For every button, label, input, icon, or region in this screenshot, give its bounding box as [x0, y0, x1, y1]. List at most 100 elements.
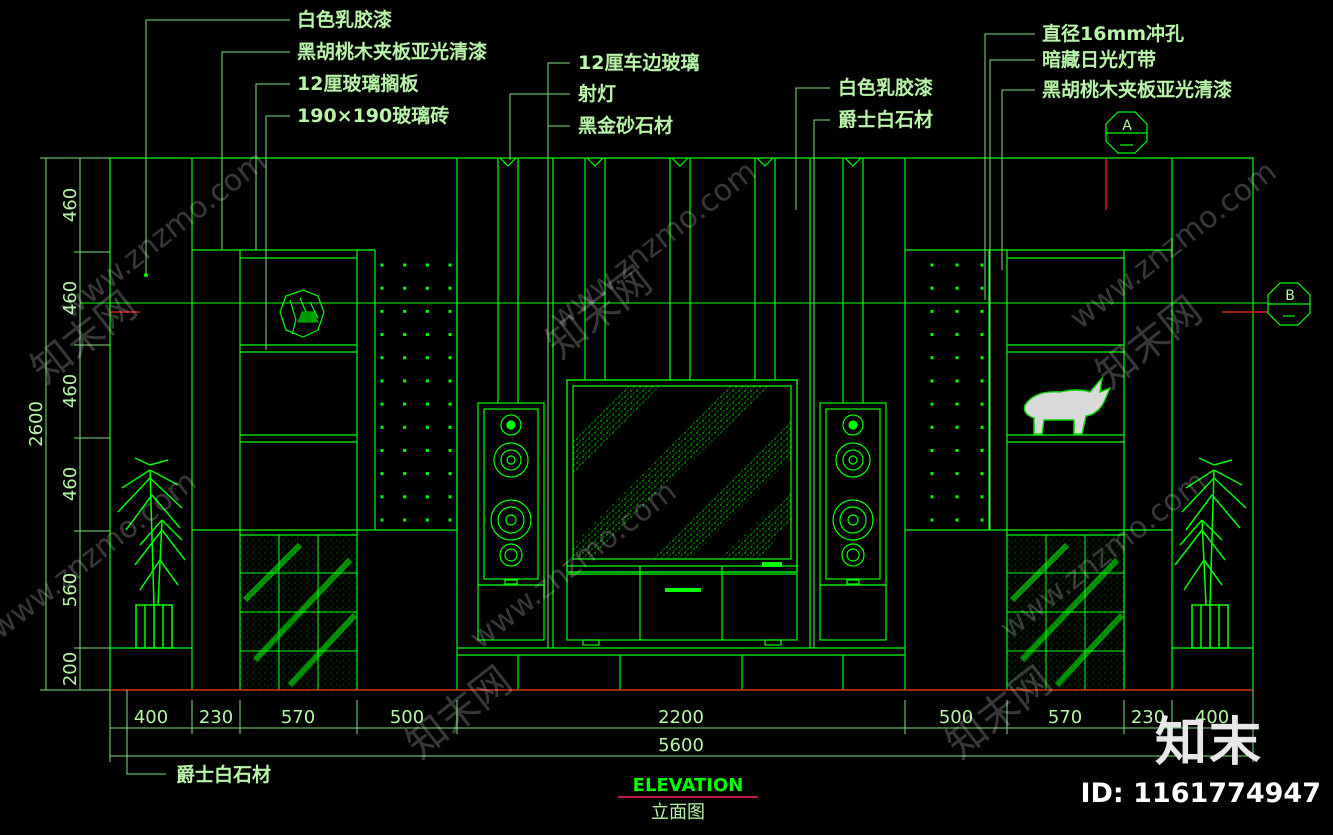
punch-hole — [955, 286, 959, 290]
tv-screen-reflection — [573, 386, 791, 559]
punch-hole — [448, 263, 452, 267]
punch-hole — [955, 379, 959, 383]
punch-hole — [955, 402, 959, 406]
left-speaker — [477, 402, 545, 641]
punch-hole — [403, 402, 407, 406]
punch-hole — [425, 448, 429, 452]
punch-hole — [980, 263, 984, 267]
punch-hole — [425, 356, 429, 360]
punch-hole — [930, 518, 934, 522]
right-speaker — [819, 402, 887, 641]
punch-hole — [380, 263, 384, 267]
dim-h-total: 5600 — [658, 735, 704, 756]
punch-hole — [380, 286, 384, 290]
punch-hole — [980, 495, 984, 499]
punch-hole — [448, 425, 452, 429]
punch-hole — [955, 472, 959, 476]
dim-h-2: 230 — [199, 707, 233, 728]
dim-h-8: 230 — [1131, 707, 1165, 728]
dim-h-9: 400 — [1195, 707, 1229, 728]
punch-hole — [425, 263, 429, 267]
punch-hole — [448, 356, 452, 360]
drawing-subtitle: 立面图 — [651, 802, 705, 823]
punch-hole — [930, 472, 934, 476]
label-white-latex-paint-left: 白色乳胶漆 — [297, 8, 392, 31]
punch-hole — [380, 448, 384, 452]
punch-hole — [930, 286, 934, 290]
punch-hole — [448, 472, 452, 476]
label-punch-holes: 直径16mm冲孔 — [1042, 22, 1184, 45]
punch-hole — [403, 379, 407, 383]
dim-h-7: 570 — [1048, 707, 1082, 728]
section-marker-a — [1105, 111, 1148, 154]
dim-h-3: 570 — [281, 707, 315, 728]
left-glass-brick — [240, 535, 358, 690]
punch-hole — [403, 333, 407, 337]
dim-v-3: 460 — [60, 374, 81, 408]
horizontal-dimension-lines — [109, 690, 1254, 762]
dim-h-6: 500 — [939, 707, 973, 728]
punch-hole — [403, 472, 407, 476]
tv-cabinet — [566, 565, 798, 646]
punch-hole — [425, 379, 429, 383]
punch-hole — [980, 333, 984, 337]
television — [566, 379, 798, 573]
punch-hole — [980, 425, 984, 429]
punch-hole — [955, 495, 959, 499]
label-walnut-veneer-right: 黑胡桃木夹板亚光清漆 — [1042, 78, 1232, 101]
section-marker-b-label: B — [1285, 288, 1295, 304]
dim-v-1: 460 — [60, 188, 81, 222]
punch-hole — [425, 309, 429, 313]
punch-hole — [425, 518, 429, 522]
dim-v-total: 2600 — [26, 401, 47, 447]
punch-hole — [380, 333, 384, 337]
punch-hole — [955, 263, 959, 267]
label-walnut-veneer-left: 黑胡桃木夹板亚光清漆 — [297, 40, 487, 63]
punch-hole — [425, 495, 429, 499]
punch-hole — [380, 518, 384, 522]
punch-hole — [930, 356, 934, 360]
punch-hole — [980, 356, 984, 360]
center-columns — [497, 157, 864, 648]
punch-hole — [448, 448, 452, 452]
right-glass-brick — [1007, 535, 1125, 690]
vertical-dimension-lines — [40, 157, 110, 691]
dim-h-1: 400 — [134, 707, 168, 728]
punch-hole — [955, 309, 959, 313]
punch-hole — [403, 309, 407, 313]
right-punch-panel — [930, 263, 984, 522]
punch-hole — [425, 402, 429, 406]
label-hidden-light: 暗藏日光灯带 — [1042, 48, 1156, 71]
leader-lines — [126, 19, 1035, 775]
punch-hole — [425, 472, 429, 476]
punch-hole — [980, 402, 984, 406]
drawing-title: ELEVATION — [633, 775, 744, 796]
punch-hole — [380, 495, 384, 499]
leader-dot — [144, 273, 148, 277]
label-glass-shelf: 12厘玻璃搁板 — [297, 72, 419, 95]
punch-hole — [930, 448, 934, 452]
punch-hole — [448, 333, 452, 337]
watermark-id: ID: 1161774947 — [1080, 778, 1321, 809]
punch-hole — [930, 333, 934, 337]
punch-hole — [930, 495, 934, 499]
punch-hole — [980, 309, 984, 313]
punch-hole — [955, 448, 959, 452]
punch-hole — [403, 448, 407, 452]
punch-hole — [448, 402, 452, 406]
punch-hole — [380, 309, 384, 313]
punch-hole — [448, 518, 452, 522]
dim-v-5: 560 — [60, 573, 81, 607]
rhino-ornament — [1023, 375, 1112, 435]
label-jazz-white-stone-bottom: 爵士白石材 — [176, 763, 271, 786]
punch-hole — [448, 495, 452, 499]
punch-hole — [980, 518, 984, 522]
section-marker-a-label: A — [1122, 118, 1132, 134]
punch-hole — [955, 333, 959, 337]
punch-hole — [448, 286, 452, 290]
punch-hole — [403, 356, 407, 360]
punch-hole — [955, 356, 959, 360]
right-plant — [1174, 457, 1247, 649]
punch-hole — [930, 402, 934, 406]
